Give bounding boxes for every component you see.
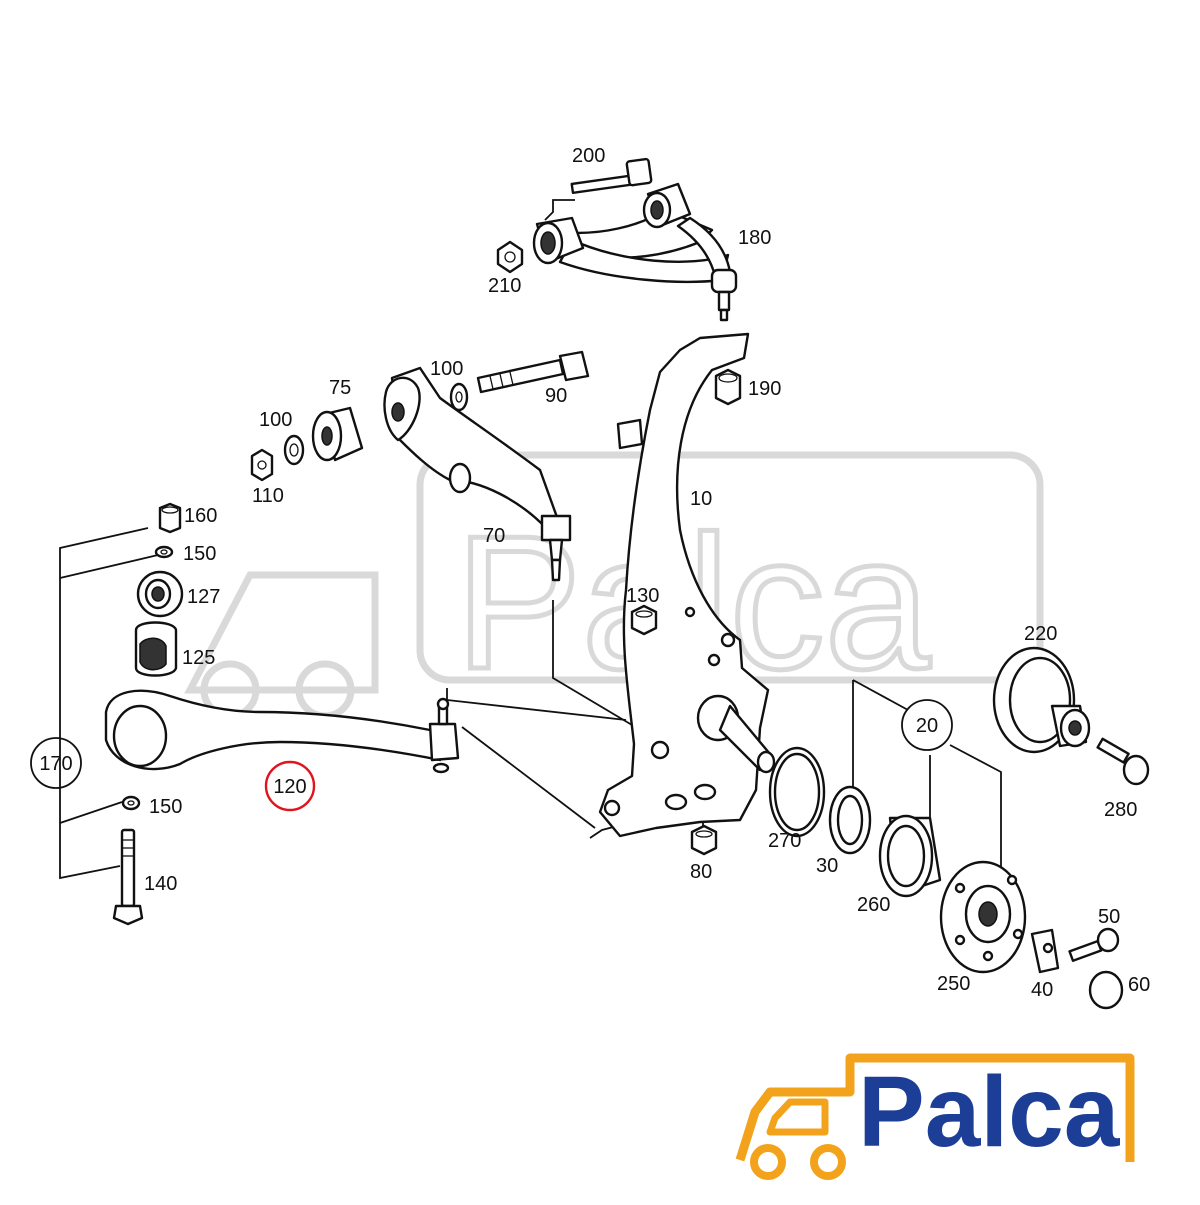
nut-130 <box>630 604 658 636</box>
label-70: 70 <box>483 525 505 547</box>
label-125: 125 <box>182 647 215 669</box>
hub-flange-250 <box>939 860 1027 974</box>
label-60: 60 <box>1128 974 1150 996</box>
nut-190 <box>714 368 742 406</box>
palca-logo: Palca <box>735 1053 1135 1180</box>
washer-150-top <box>154 545 174 559</box>
logo-car-icon <box>735 1053 1135 1162</box>
label-120: 120 <box>273 776 306 798</box>
label-80: 80 <box>690 861 712 883</box>
nut-110 <box>250 448 274 482</box>
label-90: 90 <box>545 385 567 407</box>
label-75: 75 <box>329 377 351 399</box>
label-250: 250 <box>937 973 970 995</box>
nut-210 <box>496 240 524 274</box>
bolt-90 <box>476 350 590 394</box>
label-150-bottom: 150 <box>149 796 182 818</box>
label-140: 140 <box>144 873 177 895</box>
lower-control-arm <box>104 689 460 774</box>
upper-control-arm <box>532 182 738 322</box>
label-100-right: 100 <box>430 358 463 380</box>
label-127: 127 <box>187 586 220 608</box>
label-40: 40 <box>1031 979 1053 1001</box>
bushing-127 <box>136 570 184 618</box>
watermark-logo: Palca <box>184 451 1044 720</box>
label-130: 130 <box>626 585 659 607</box>
nut-160 <box>158 502 182 534</box>
washer-150-bottom <box>121 795 141 811</box>
seal-30 <box>828 785 872 855</box>
label-270: 270 <box>768 830 801 852</box>
label-110: 110 <box>252 485 284 507</box>
drive-flange-220 <box>992 646 1091 754</box>
label-200: 200 <box>572 145 605 167</box>
clip-40 <box>1030 928 1060 974</box>
bolt-280 <box>1096 737 1150 786</box>
label-30: 30 <box>816 855 838 877</box>
bolt-200 <box>570 157 653 195</box>
logo-text: Palca <box>858 1056 1121 1168</box>
bushing-125 <box>134 621 178 677</box>
tension-strut <box>383 366 572 582</box>
label-20: 20 <box>916 715 938 737</box>
label-280: 280 <box>1104 799 1137 821</box>
screw-50 <box>1068 927 1120 962</box>
washer-100-right <box>449 382 469 412</box>
label-180: 180 <box>738 227 771 249</box>
circlip-270 <box>768 746 826 838</box>
label-170: 170 <box>39 753 72 775</box>
highlight-ring-120 <box>264 760 316 812</box>
label-10: 10 <box>690 488 712 510</box>
label-100-left: 100 <box>259 409 292 431</box>
bolt-140 <box>112 828 144 926</box>
part-labels: 200 180 210 190 100 90 75 100 110 70 10 … <box>39 145 1150 1001</box>
label-160: 160 <box>184 505 217 527</box>
callout-circle-20 <box>901 699 953 751</box>
cap-60 <box>1088 970 1124 1010</box>
nut-80 <box>690 824 718 856</box>
label-210: 210 <box>488 275 521 297</box>
label-190: 190 <box>748 378 781 400</box>
label-260: 260 <box>857 894 890 916</box>
steering-knuckle <box>598 332 776 838</box>
callout-circle-170 <box>30 737 82 789</box>
label-50: 50 <box>1098 906 1120 928</box>
label-220: 220 <box>1024 623 1057 645</box>
bushing-75 <box>311 406 364 462</box>
bearing-260 <box>878 814 942 898</box>
washer-100-left <box>283 434 305 466</box>
label-150-top: 150 <box>183 543 216 565</box>
